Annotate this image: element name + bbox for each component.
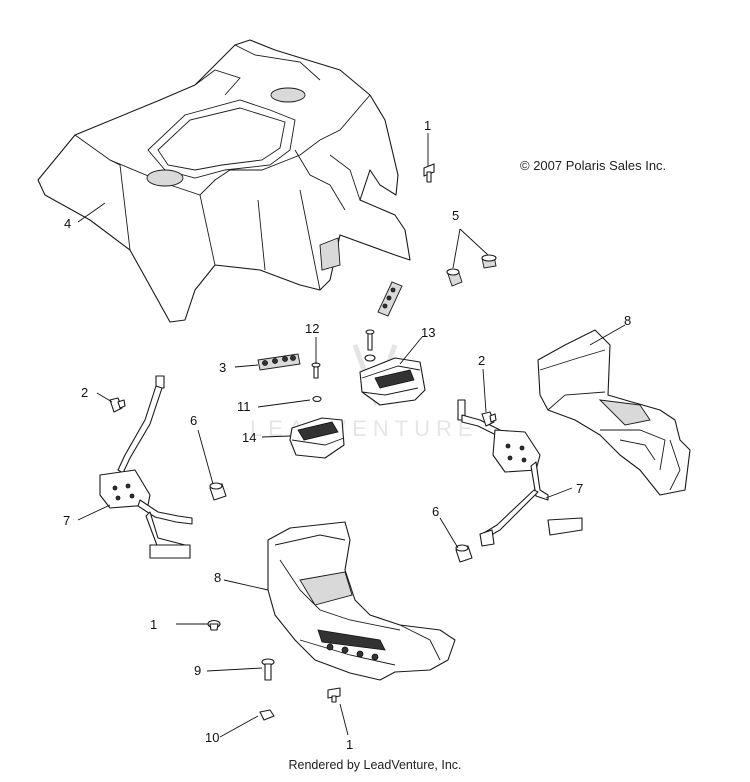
callout-8-right: 8 xyxy=(624,313,631,328)
callout-7-left: 7 xyxy=(63,513,70,528)
callout-12: 12 xyxy=(305,321,319,336)
callout-9: 9 xyxy=(194,663,201,678)
callout-1-bottom: 1 xyxy=(346,737,353,752)
callout-14: 14 xyxy=(242,430,256,445)
pad-part-13[interactable] xyxy=(359,357,426,406)
spacer-part-6-left[interactable] xyxy=(209,482,227,501)
callout-4: 4 xyxy=(64,216,71,231)
footrest-bracket-right-part-7[interactable] xyxy=(457,399,583,547)
push-rivet-part-1-bottom[interactable] xyxy=(327,687,341,703)
callout-8-bottom: 8 xyxy=(214,570,221,585)
spacer-part-6-right[interactable] xyxy=(455,544,473,563)
pad-part-14[interactable] xyxy=(289,417,345,459)
footwell-right-part-8[interactable] xyxy=(537,329,691,496)
washer-part-11[interactable] xyxy=(312,395,322,403)
watermark-text: LEADVENTURE xyxy=(250,416,479,441)
push-rivet-part-2-left[interactable] xyxy=(109,397,126,413)
footrest-bracket-left-part-7[interactable] xyxy=(99,375,193,559)
callout-labels: 1 1 1 2 2 3 4 5 6 6 7 7 8 8 9 10 11 12 1… xyxy=(63,118,631,752)
callout-6-right: 6 xyxy=(432,504,439,519)
callout-1-top: 1 xyxy=(424,118,431,133)
nut-part-10[interactable] xyxy=(259,709,275,721)
callout-3: 3 xyxy=(219,360,226,375)
callout-10: 10 xyxy=(205,730,219,745)
callout-6-left: 6 xyxy=(190,413,197,428)
copyright-notice: © 2007 Polaris Sales Inc. xyxy=(520,158,666,173)
push-rivet-part-1-left[interactable] xyxy=(207,619,221,631)
footer-credit: Rendered by LeadVenture, Inc. xyxy=(288,758,462,772)
callout-1-left: 1 xyxy=(150,617,157,632)
screw-on-pad[interactable] xyxy=(364,329,376,362)
bushing-part-5-b[interactable] xyxy=(481,254,497,269)
push-rivet-part-2-right[interactable] xyxy=(481,411,497,427)
callout-2-left: 2 xyxy=(81,385,88,400)
rear-fender-part-4[interactable] xyxy=(37,39,411,323)
callout-2-right: 2 xyxy=(478,353,485,368)
callout-13: 13 xyxy=(421,325,435,340)
leader-lines xyxy=(77,133,626,738)
callout-5: 5 xyxy=(452,208,459,223)
bolt-part-9[interactable] xyxy=(261,658,275,681)
rubber-strip-part-3[interactable] xyxy=(257,353,301,371)
footwell-bottom-part-8[interactable] xyxy=(267,521,456,681)
rubber-strip-upper[interactable] xyxy=(377,281,403,317)
callout-11: 11 xyxy=(237,399,251,414)
callout-7-right: 7 xyxy=(576,481,583,496)
bushing-part-5-a[interactable] xyxy=(446,268,463,287)
bolt-part-12[interactable] xyxy=(311,362,321,379)
push-rivet-part-1-top[interactable] xyxy=(423,163,435,183)
